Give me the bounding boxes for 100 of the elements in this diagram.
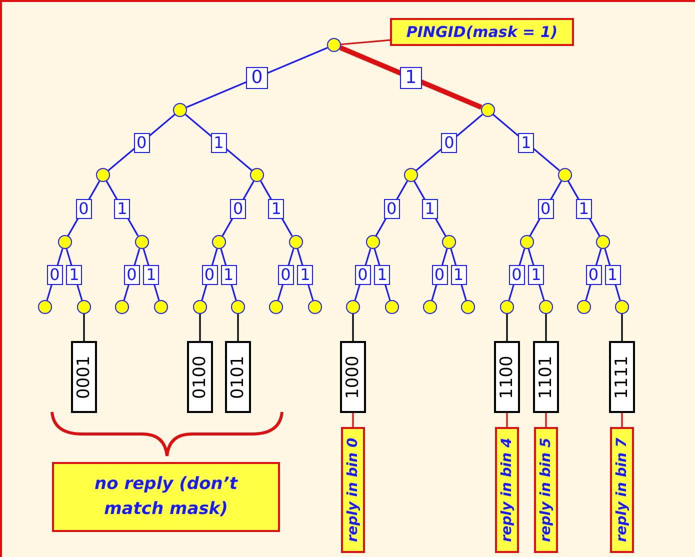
reply-label-box: reply in bin 4	[495, 427, 519, 553]
tree-node-circle	[423, 300, 437, 314]
reply-label-box: reply in bin 0	[341, 427, 365, 553]
tree-branch-line	[277, 248, 294, 301]
edge-label: 0	[134, 132, 150, 152]
tree-node-circle	[442, 235, 456, 249]
edge-label: 1	[268, 198, 284, 218]
edge-label: 0	[384, 198, 400, 218]
tree-branch-line	[123, 248, 140, 301]
reply-label-box: reply in bin 7	[610, 427, 634, 553]
tree-node-circle	[500, 300, 514, 314]
tree-node-circle	[173, 103, 188, 117]
edge-label: 0	[508, 264, 525, 284]
edge-label: 0	[441, 132, 458, 152]
bit-string-box: 0101	[225, 341, 251, 413]
tree-branch-line	[46, 248, 64, 301]
connector-line	[352, 314, 354, 341]
edge-label: 0	[278, 264, 294, 284]
tree-branch-line	[108, 114, 176, 172]
edge-label: 1	[400, 66, 422, 88]
bit-string-box: 0100	[187, 341, 213, 413]
tree-node-circle	[96, 168, 110, 182]
tree-node-circle	[269, 300, 283, 314]
edge-label: 0	[202, 264, 218, 284]
connector-line	[621, 413, 623, 427]
tree-node-circle	[134, 235, 148, 249]
edge-label: 0	[76, 198, 92, 218]
edge-label: 1	[143, 264, 160, 284]
connector-line	[340, 39, 390, 46]
tree-branch-line	[529, 180, 562, 236]
connector-line	[621, 314, 623, 341]
tree-node-circle	[308, 300, 322, 314]
tree-branch-line	[186, 46, 328, 108]
edge-label: 1	[66, 264, 82, 284]
tree-branch-line	[492, 114, 560, 172]
connector-line	[545, 413, 547, 427]
edge-label: 0	[46, 264, 63, 284]
tree-node-circle	[115, 300, 129, 314]
tree-node-circle	[77, 300, 91, 314]
edge-label: 1	[576, 198, 592, 218]
bit-string-box: 0001	[71, 341, 97, 413]
edge-label: 0	[538, 198, 554, 218]
tree-branch-line	[508, 248, 526, 301]
edge-label: 0	[586, 264, 602, 284]
note-box: no reply (don’t match mask)	[52, 462, 280, 532]
edge-label: 1	[210, 132, 227, 152]
tree-node-circle	[404, 168, 418, 182]
tree-node-circle	[212, 235, 226, 249]
connector-line	[237, 314, 239, 341]
callout-box: PINGID(mask = 1)	[390, 18, 574, 46]
tree-node-circle	[539, 300, 553, 314]
connector-line	[199, 314, 201, 341]
connector-line	[545, 314, 547, 341]
edge-label: 1	[518, 132, 534, 152]
connector-line	[506, 413, 508, 427]
tree-node-circle	[231, 300, 245, 314]
tree-node-circle	[461, 300, 475, 314]
tree-branch-line	[201, 248, 218, 300]
edge-label: 1	[220, 264, 236, 284]
tree-branch-line	[416, 114, 483, 172]
edge-label: 0	[432, 264, 448, 284]
edge-label: 0	[230, 198, 246, 218]
bit-string-box: 1100	[494, 341, 520, 413]
bit-string-box: 1000	[340, 341, 366, 413]
tree-node-circle	[250, 168, 264, 182]
bit-string-box: 1101	[533, 341, 559, 413]
tree-branch-line	[354, 248, 372, 301]
edge-label: 1	[422, 198, 438, 218]
edge-label: 0	[124, 264, 140, 284]
edge-label: 1	[450, 264, 466, 284]
tree-node-circle	[346, 300, 360, 314]
tree-branch-line	[339, 45, 482, 110]
tree-node-circle	[366, 235, 380, 249]
edge-label: 1	[374, 264, 390, 284]
edge-label: 1	[528, 264, 544, 284]
tree-node-circle	[288, 235, 302, 249]
edge-label: 1	[604, 264, 620, 284]
connector-line	[352, 413, 354, 427]
tree-node-circle	[558, 168, 572, 182]
connector-line	[506, 314, 508, 341]
tree-node-circle	[480, 103, 495, 117]
tree-node-circle	[577, 300, 591, 314]
connector-line	[83, 314, 85, 341]
edge-label: 0	[246, 66, 268, 88]
reply-label-box: reply in bin 5	[534, 427, 558, 553]
tree-node-circle	[154, 300, 168, 314]
edge-label: 1	[297, 264, 314, 284]
tree-branch-line	[375, 180, 408, 236]
tree-node-circle	[193, 300, 207, 314]
edge-label: 0	[354, 264, 371, 284]
bit-string-box: 1111	[609, 341, 635, 413]
tree-node-circle	[615, 300, 629, 314]
tree-node-circle	[38, 300, 52, 314]
tree-branch-line	[184, 114, 252, 172]
tree-branch-line	[222, 180, 254, 236]
tree-node-circle	[385, 300, 399, 314]
tree-node-circle	[326, 38, 341, 52]
tree-node-circle	[596, 235, 610, 249]
tree-node-circle	[520, 235, 534, 249]
tree-branch-line	[67, 180, 100, 236]
